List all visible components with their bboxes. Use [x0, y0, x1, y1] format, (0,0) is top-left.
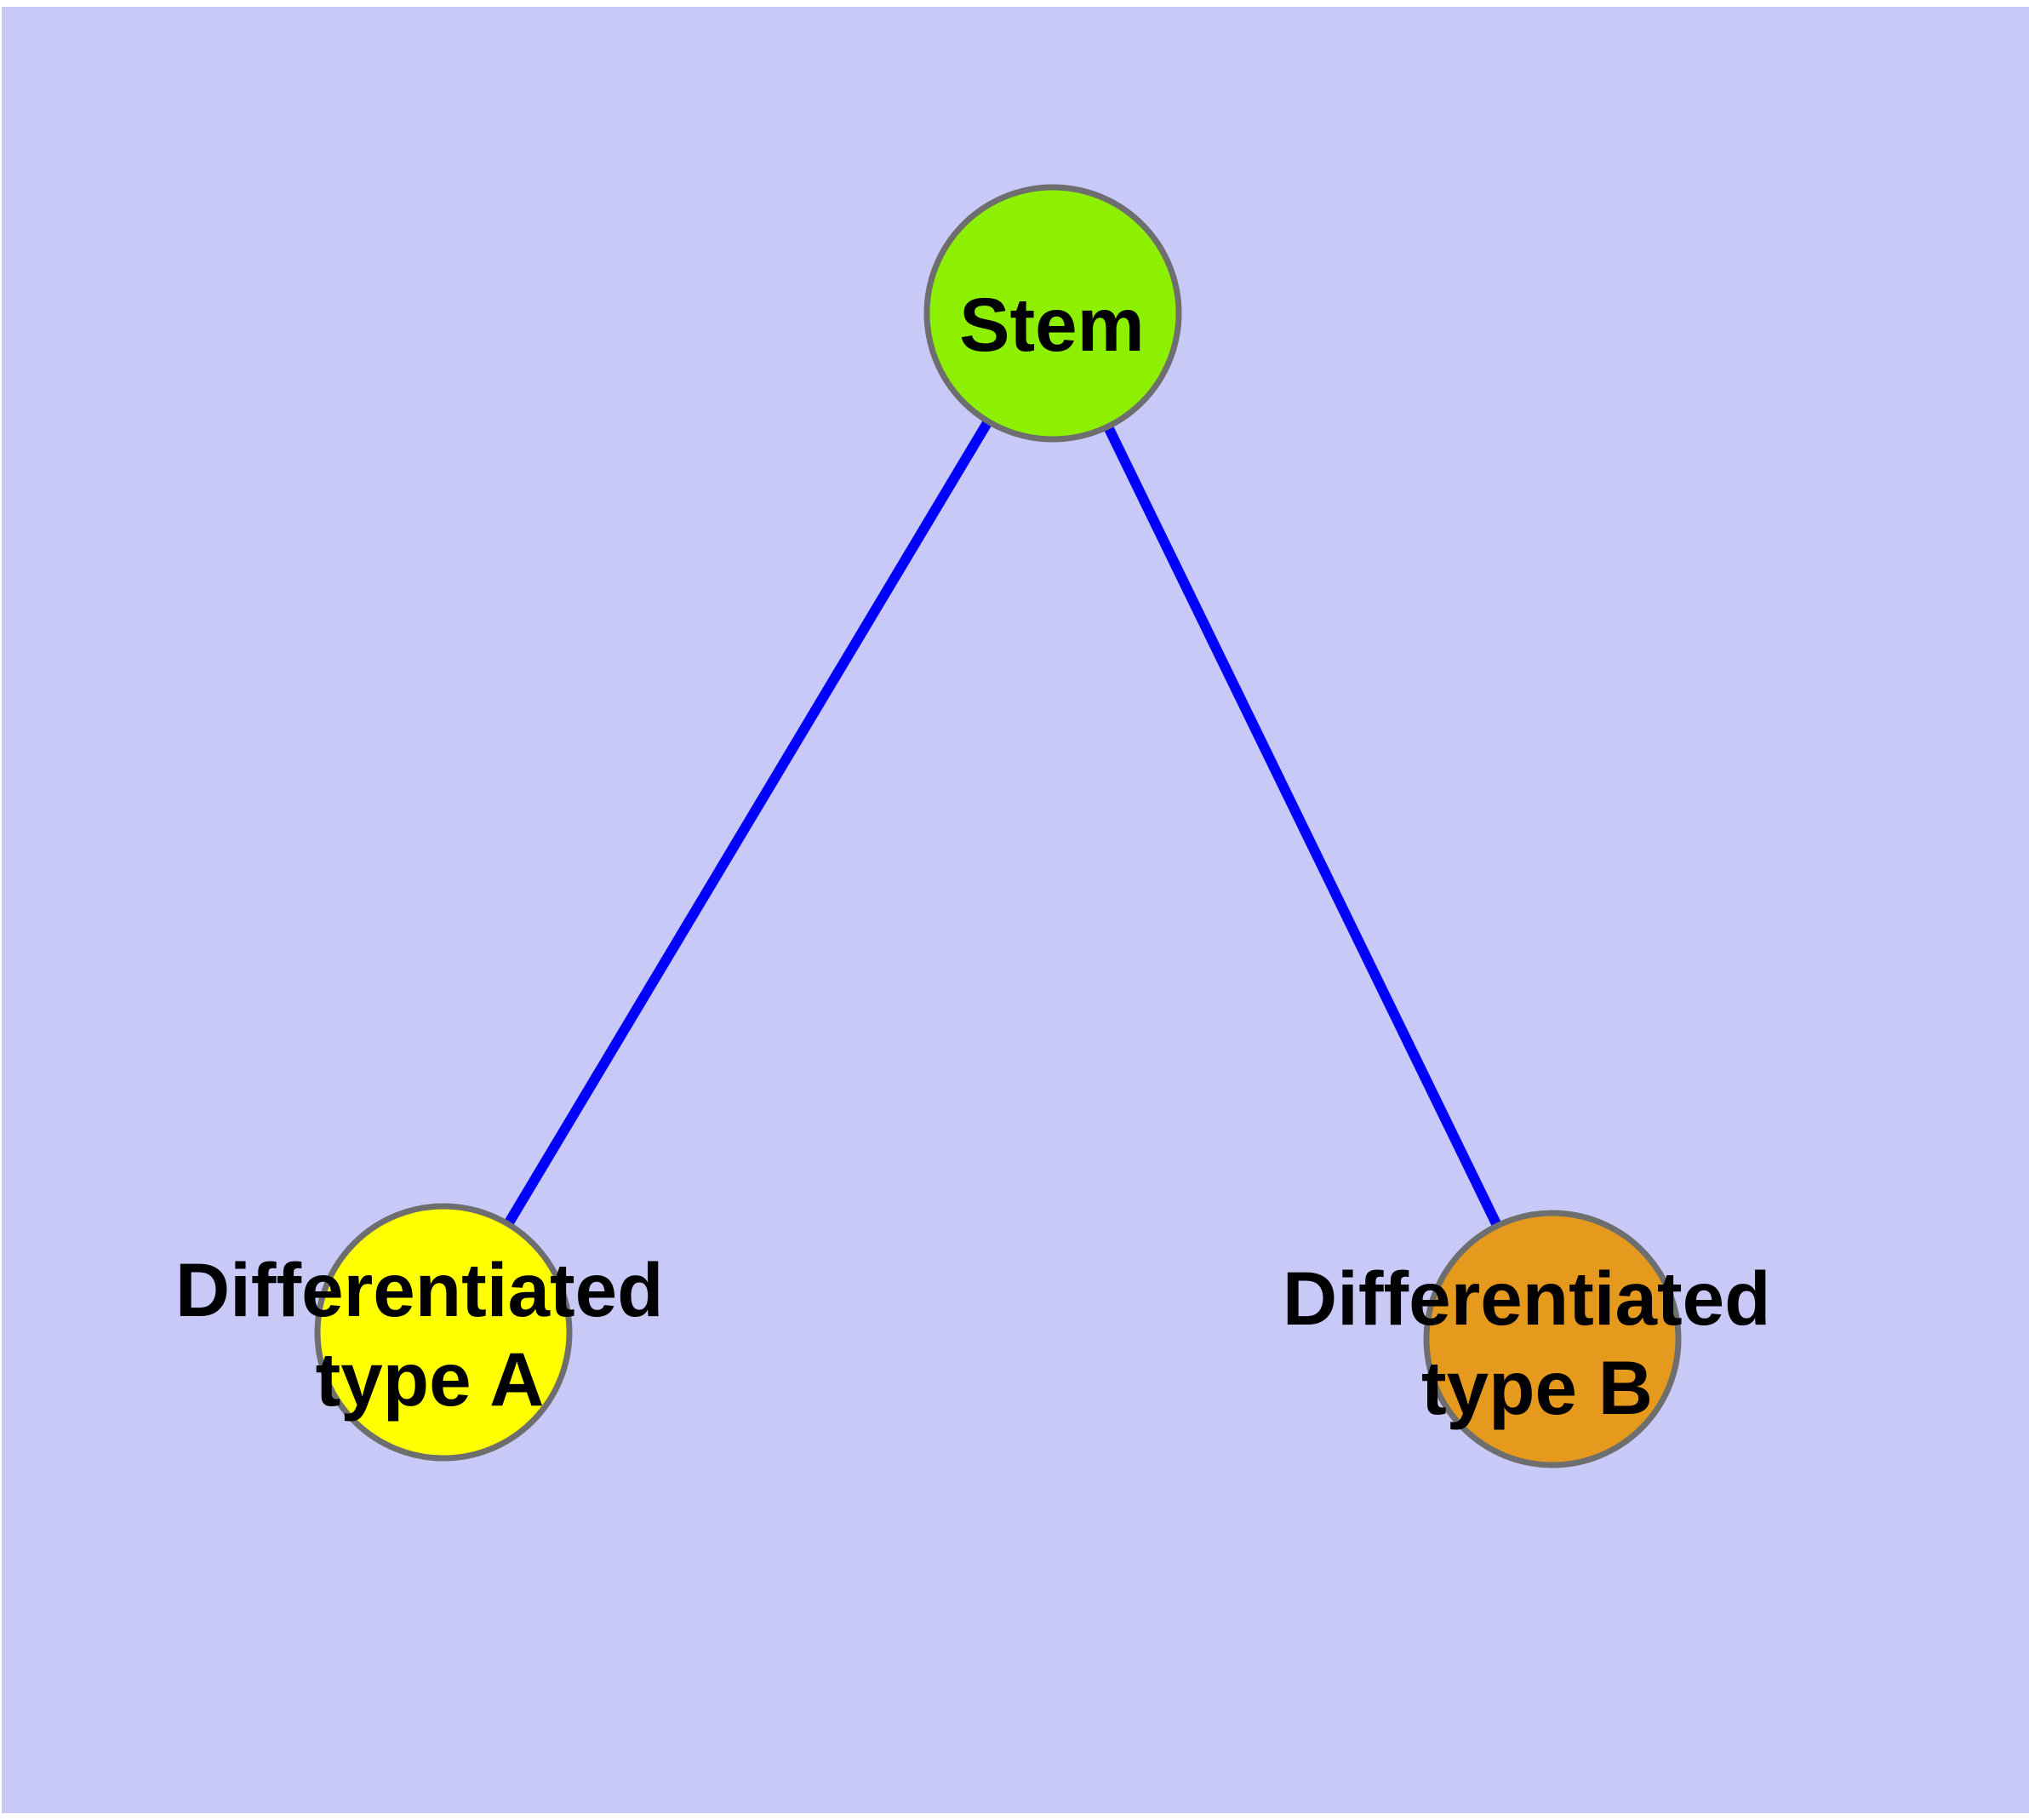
- type-b-label-line-1: Differentiated: [1283, 1256, 1771, 1341]
- type-a-node: [314, 1203, 573, 1462]
- type-a-label-line-1: Differentiated: [175, 1247, 664, 1332]
- edge-stem-to-type-b: [1048, 311, 1557, 1342]
- edge-stem-to-type-a: [438, 310, 1058, 1336]
- type-a-label-line-2: type A: [316, 1336, 545, 1422]
- type-a-node-label: Differentiated type A: [175, 1247, 684, 1422]
- type-b-node-label: Differentiated type B: [1283, 1256, 1792, 1430]
- type-b-label-line-2: type B: [1421, 1345, 1653, 1430]
- stem-node: [923, 184, 1182, 443]
- type-b-node: [1423, 1210, 1682, 1468]
- stem-node-label: Stem: [959, 282, 1145, 367]
